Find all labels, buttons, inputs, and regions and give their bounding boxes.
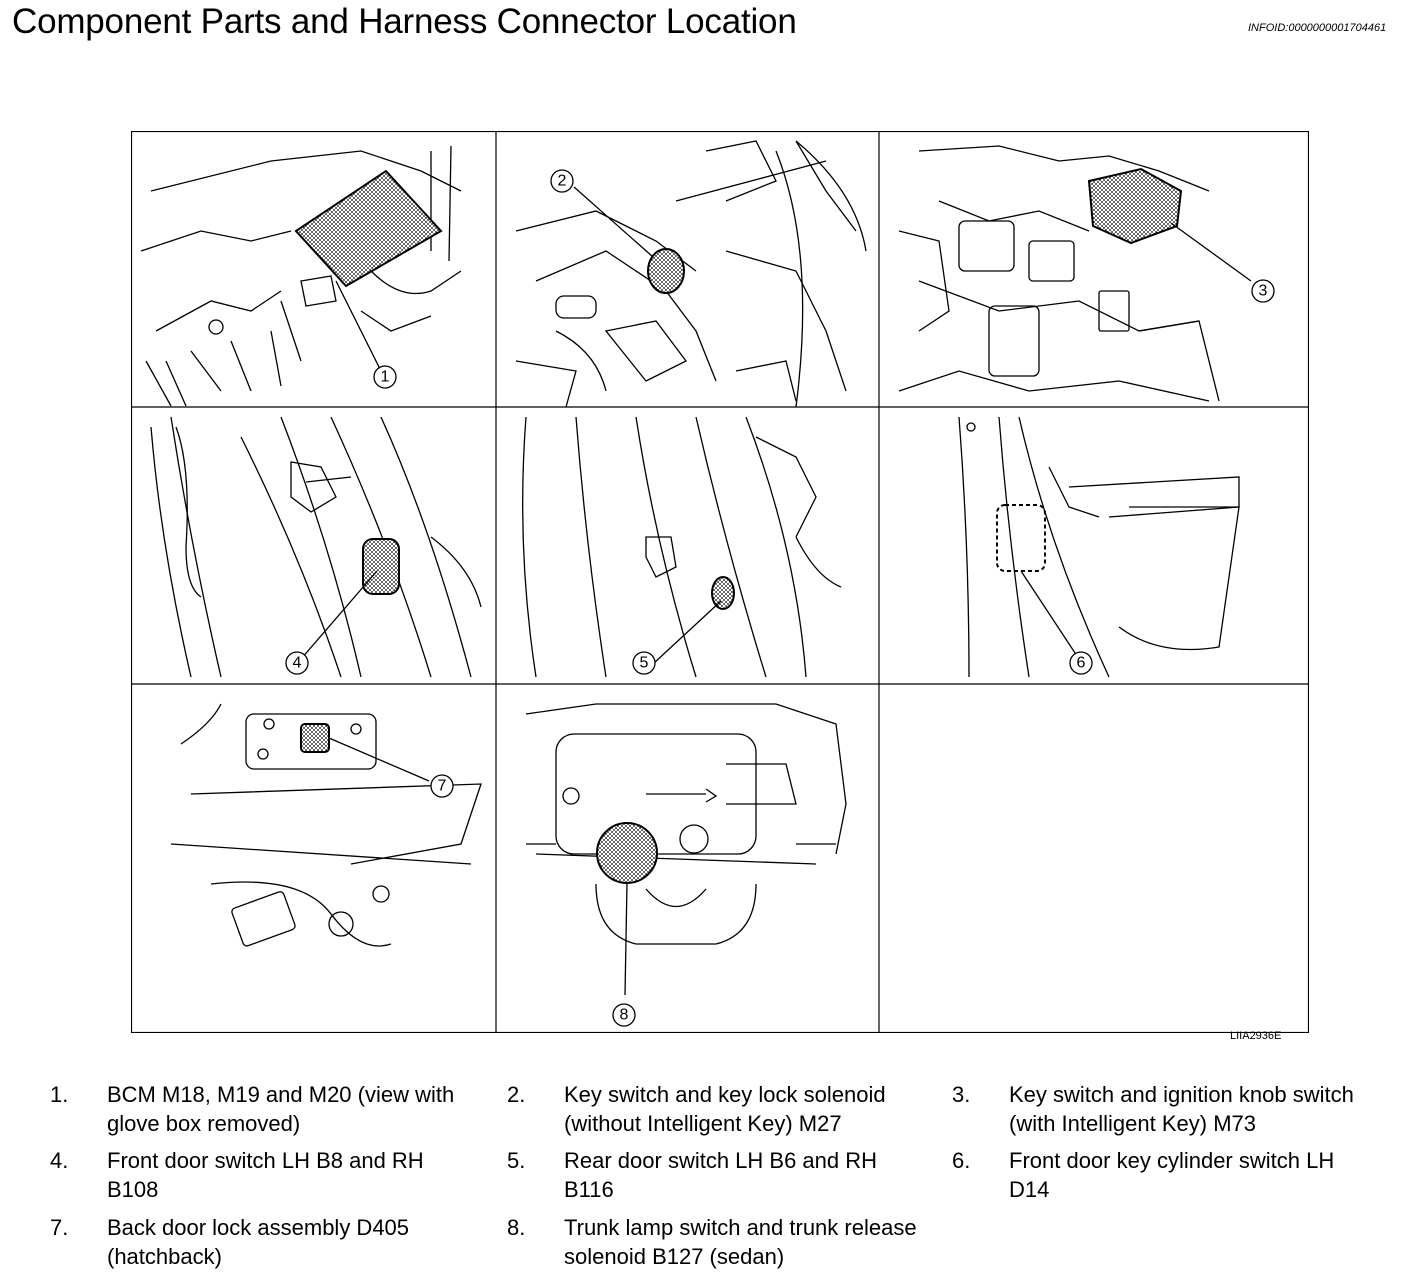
legend-number: 6. [952, 1148, 971, 1173]
rear-door-switch-icon [711, 576, 735, 610]
legend-text: Key switch and key lock solenoid (withou… [564, 1082, 886, 1136]
callout-5 [632, 651, 656, 675]
legend-text: Rear door switch LH B6 and RH B116 [564, 1148, 878, 1202]
panel-rear-door-switch-illustration [522, 416, 842, 678]
legend-text: Front door switch LH B8 and RH B108 [107, 1148, 424, 1202]
legend-text: Key switch and ignition knob switch (wit… [1009, 1082, 1354, 1136]
callout-7-label: 7 [438, 778, 447, 795]
key-switch-connector-icon [647, 248, 685, 294]
callout-2 [550, 169, 574, 193]
callout-3-label: 3 [1259, 283, 1268, 300]
callout-4 [285, 651, 309, 675]
panel-ignition-knob-illustration [898, 145, 1220, 402]
legend-number: 5. [507, 1148, 526, 1173]
ignition-knob-switch-icon [1087, 167, 1183, 245]
front-door-switch-icon [362, 538, 400, 595]
panel-front-door-switch-illustration [150, 416, 482, 678]
callout-4-label: 4 [293, 655, 302, 672]
legend-text: Trunk lamp switch and trunk release sole… [564, 1215, 917, 1269]
legend-number: 3. [952, 1082, 971, 1107]
callout-6-label: 6 [1077, 655, 1086, 672]
legend-number: 7. [50, 1215, 69, 1240]
legend-number: 1. [50, 1082, 69, 1107]
legend-text: Back door lock assembly D405 (hatchback) [107, 1215, 410, 1269]
info-id: INFOID:0000000001704461 [1248, 22, 1387, 34]
panel-trunk-lock-illustration [525, 703, 847, 945]
key-cylinder-switch-icon [996, 504, 1046, 572]
back-door-lock-connector-icon [300, 723, 330, 753]
bcm-unit-icon [294, 169, 443, 288]
callout-8-label: 8 [620, 1007, 629, 1024]
callout-1-label: 1 [381, 369, 390, 386]
legend-text: Front door key cylinder switch LH D14 [1009, 1148, 1335, 1202]
legend-number: 4. [50, 1148, 69, 1173]
callout-5-label: 5 [640, 655, 649, 672]
callout-1 [373, 365, 397, 389]
legend-number: 2. [507, 1082, 526, 1107]
panel-key-cylinder-illustration [958, 416, 1240, 678]
callout-6 [1069, 651, 1093, 675]
callout-7 [430, 774, 454, 798]
legend-text: BCM M18, M19 and M20 (view with glove bo… [107, 1082, 455, 1136]
callout-3 [1251, 279, 1275, 303]
component-location-figure: 1 2 3 4 5 6 7 8 [131, 131, 1309, 1033]
callout-2-label: 2 [558, 173, 567, 190]
trunk-lamp-switch-icon [596, 822, 658, 884]
panel-back-door-lock-illustration [170, 703, 482, 947]
legend-number: 8. [507, 1215, 526, 1240]
callout-8 [612, 1003, 636, 1027]
panel-bcm-illustration [140, 145, 462, 407]
page-title: Component Parts and Harness Connector Lo… [12, 2, 797, 41]
figure-code: LIIA2936E [1230, 1030, 1282, 1042]
